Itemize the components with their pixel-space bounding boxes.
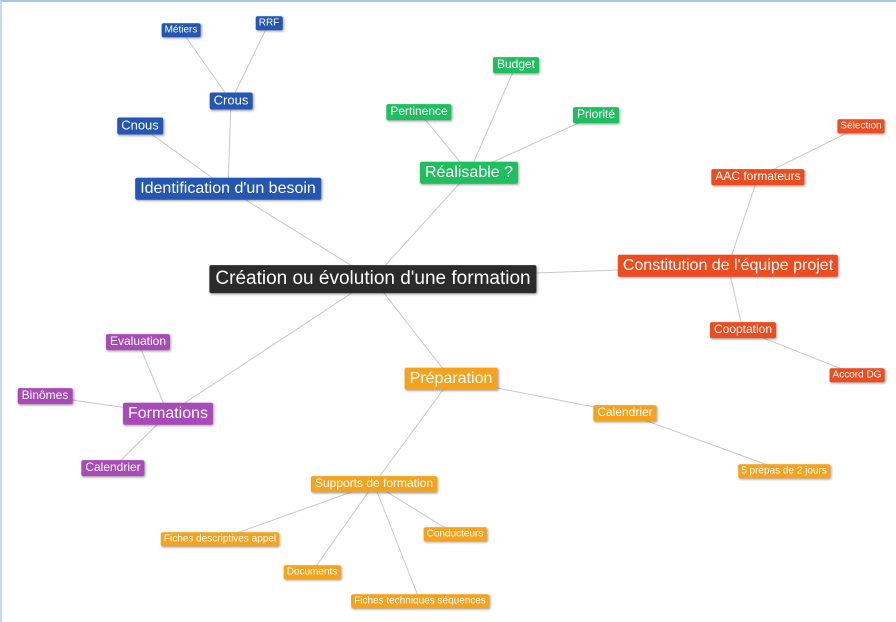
edge-realisable-budget bbox=[468, 64, 517, 174]
node-selection[interactable]: Sélection bbox=[837, 119, 885, 133]
node-conducteurs[interactable]: Conducteurs bbox=[423, 527, 487, 541]
node-rrf[interactable]: RRF bbox=[255, 16, 283, 30]
node-cnous[interactable]: Cnous bbox=[117, 117, 163, 135]
root-node[interactable]: Création ou évolution d'une formation bbox=[209, 265, 537, 293]
node-calendrier-formations[interactable]: Calendrier bbox=[81, 460, 145, 476]
node-prepas-2-jours[interactable]: 5 prépas de 2 jours bbox=[738, 464, 830, 478]
edge-constitution-aac bbox=[727, 176, 759, 267]
node-priorite[interactable]: Priorité bbox=[572, 107, 620, 123]
edge-supports-documents bbox=[311, 483, 375, 573]
node-aac-formateurs[interactable]: AAC formateurs bbox=[711, 169, 805, 185]
node-supports-formation[interactable]: Supports de formation bbox=[310, 476, 438, 492]
node-metiers[interactable]: Métiers bbox=[161, 23, 201, 37]
node-fiches-descriptives-appel[interactable]: Fiches descriptives appel bbox=[160, 532, 280, 546]
node-binomes[interactable]: Binômes bbox=[17, 388, 73, 404]
node-cooptation[interactable]: Cooptation bbox=[709, 322, 777, 338]
node-pertinence[interactable]: Pertinence bbox=[386, 104, 452, 120]
node-budget[interactable]: Budget bbox=[492, 57, 540, 73]
node-crous[interactable]: Crous bbox=[209, 92, 253, 110]
node-documents[interactable]: Documents bbox=[283, 565, 341, 579]
edge-root-formations bbox=[167, 278, 374, 415]
node-formations[interactable]: Formations bbox=[122, 402, 214, 426]
node-accord-dg[interactable]: Accord DG bbox=[829, 368, 885, 382]
edge-formations-evaluation bbox=[137, 341, 169, 415]
edge-supports-fiches-appel bbox=[219, 483, 375, 540]
edge-root-preparation bbox=[372, 278, 452, 380]
edge-root-realisable bbox=[372, 172, 470, 280]
node-constitution-equipe[interactable]: Constitution de l'équipe projet bbox=[617, 254, 839, 278]
edge-preparation-supports bbox=[373, 378, 452, 485]
edge-aac-selection bbox=[757, 125, 862, 178]
node-evaluation[interactable]: Evaluation bbox=[105, 334, 171, 350]
node-calendrier-preparation[interactable]: Calendrier bbox=[593, 405, 657, 421]
edge-crous-metiers bbox=[180, 29, 232, 102]
node-fiches-techniques-sequences[interactable]: Fiches techniques séquences bbox=[351, 594, 489, 608]
edge-root-identification bbox=[227, 188, 374, 280]
edge-supports-fiches-techniques bbox=[373, 483, 421, 602]
edge-identification-crous bbox=[227, 100, 232, 190]
edge-supports-conducteurs bbox=[373, 483, 456, 535]
edge-crous-rrf bbox=[230, 22, 270, 102]
node-preparation[interactable]: Préparation bbox=[404, 367, 498, 391]
node-identification-besoin[interactable]: Identification d'un besoin bbox=[135, 177, 321, 201]
edge-calendrier-prepas bbox=[624, 412, 785, 472]
node-realisable[interactable]: Réalisable ? bbox=[419, 161, 519, 185]
